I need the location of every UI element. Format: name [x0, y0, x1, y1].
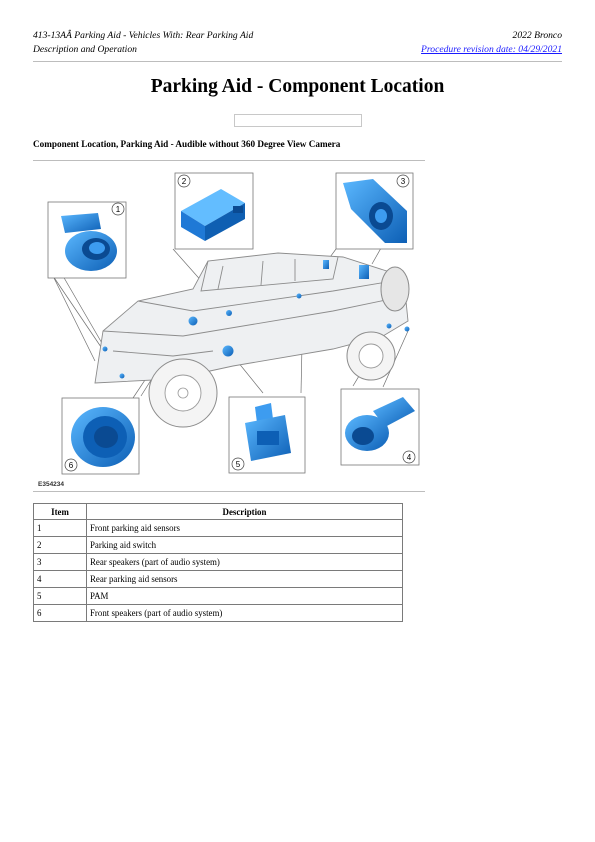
item-description: Rear speakers (part of audio system)	[86, 553, 403, 571]
revision-date-link[interactable]: Procedure revision date: 04/29/2021	[421, 44, 562, 55]
inset-front-parking-sensor: 1	[47, 201, 127, 279]
table-header-row: Item Description	[33, 503, 403, 520]
table-row: 4 Rear parking aid sensors	[33, 570, 403, 588]
header-divider	[33, 61, 562, 62]
figure-divider	[33, 491, 425, 492]
callout-3: 3	[401, 177, 406, 186]
section-name: Description and Operation	[33, 44, 137, 55]
table-row: 5 PAM	[33, 587, 403, 605]
subsection-title: Component Location, Parking Aid - Audibl…	[33, 139, 341, 149]
figure-code: E354234	[38, 481, 65, 488]
callout-4: 4	[407, 453, 412, 462]
item-number: 4	[33, 570, 87, 588]
doc-reference: 413-13AÂ Parking Aid - Vehicles With: Re…	[33, 30, 254, 41]
item-description: Front speakers (part of audio system)	[86, 604, 403, 622]
item-number: 5	[33, 587, 87, 605]
callout-2: 2	[182, 177, 187, 186]
inset-pam-module: 5	[228, 396, 306, 474]
inset-parking-aid-switch: 2	[174, 172, 254, 250]
item-description: Rear parking aid sensors	[86, 570, 403, 588]
table-row: 2 Parking aid switch	[33, 536, 403, 554]
callout-5: 5	[236, 460, 241, 469]
callout-6: 6	[69, 461, 74, 470]
inset-rear-speaker: 3	[335, 172, 414, 250]
model-year: 2022 Bronco	[512, 30, 562, 41]
spare-tire	[380, 266, 410, 312]
item-number: 6	[33, 604, 87, 622]
rear-wheel	[346, 331, 396, 381]
empty-field-box	[234, 114, 362, 127]
component-markers	[102, 260, 410, 379]
front-wheel	[148, 358, 218, 428]
item-number: 2	[33, 536, 87, 554]
item-number: 3	[33, 553, 87, 571]
inset-front-speaker: 6	[61, 397, 140, 475]
item-number: 1	[33, 519, 87, 537]
callout-1: 1	[116, 205, 121, 214]
component-table: Item Description 1 Front parking aid sen…	[33, 503, 403, 622]
column-header-description: Description	[86, 503, 403, 520]
item-description: Front parking aid sensors	[86, 519, 403, 537]
page-title: Parking Aid - Component Location	[150, 76, 445, 97]
table-row: 1 Front parking aid sensors	[33, 519, 403, 537]
subsection-divider	[33, 160, 425, 161]
component-location-figure: 1 2 3 4 5	[47, 172, 420, 475]
vehicle-outline	[94, 252, 409, 384]
item-description: PAM	[86, 587, 403, 605]
column-header-item: Item	[33, 503, 87, 520]
item-description: Parking aid switch	[86, 536, 403, 554]
table-row: 6 Front speakers (part of audio system)	[33, 604, 403, 622]
inset-rear-parking-sensor: 4	[340, 388, 420, 466]
table-row: 3 Rear speakers (part of audio system)	[33, 553, 403, 571]
